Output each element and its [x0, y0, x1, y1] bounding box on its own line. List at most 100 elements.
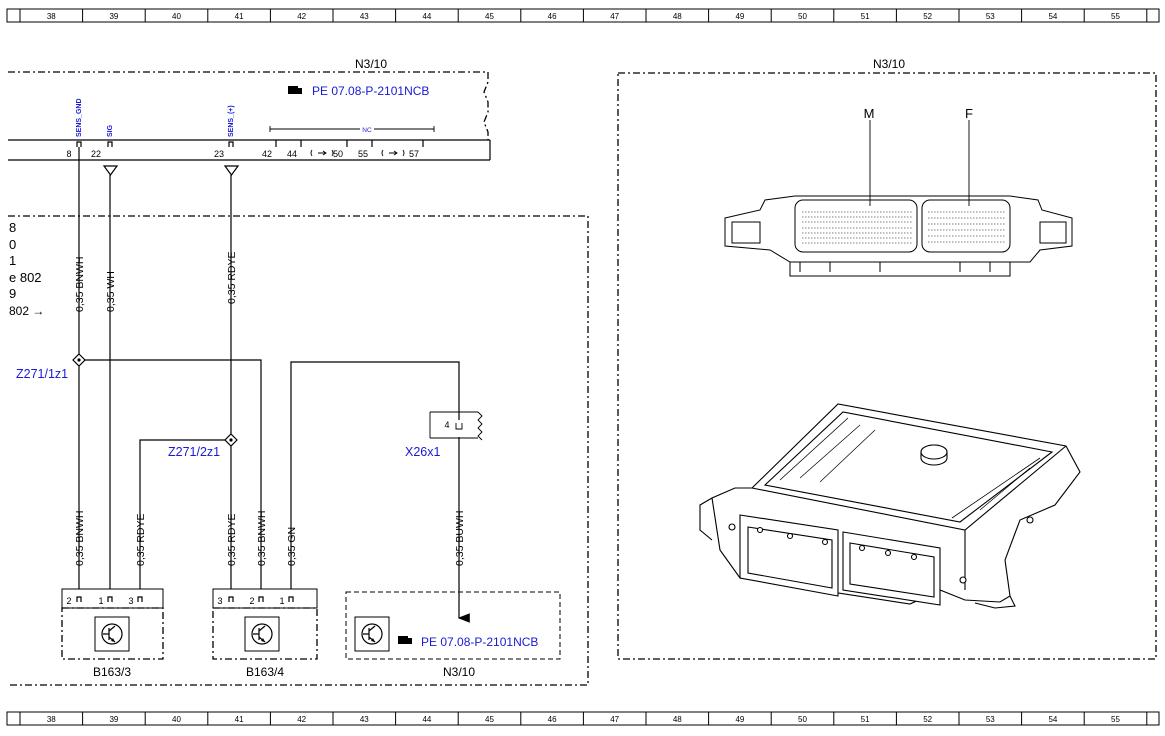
- ecu-label: N3/10: [355, 57, 387, 71]
- ruler-column-51: 51: [861, 12, 870, 21]
- signal-nc: NC: [362, 127, 372, 134]
- ruler-column-42: 42: [297, 12, 306, 21]
- wire-label-2: 0,35 WH: [105, 271, 117, 312]
- ruler-column-55: 55: [1111, 12, 1120, 21]
- wire-label-6: 0,35 RDYE: [226, 513, 238, 566]
- svg-text:4: 4: [444, 420, 449, 430]
- signal-sens-gnd: SENS_GND: [76, 98, 83, 137]
- ruler-column-54: 54: [1048, 12, 1057, 21]
- ruler-column-42: 42: [297, 715, 306, 724]
- ecu-bottom-ref-link[interactable]: PE 07.08-P-2101NCB: [398, 635, 538, 649]
- ruler-column-41: 41: [235, 715, 244, 724]
- junction-z271-2z1: Z271/2z1: [168, 445, 220, 459]
- ruler-column-51: 51: [861, 715, 870, 724]
- ecu-connector-face: [724, 195, 1073, 277]
- svg-text:802 →: 802 →: [9, 304, 44, 318]
- ruler-column-38: 38: [47, 12, 56, 21]
- pin-44: 44: [287, 149, 297, 159]
- ecu-block-bottom: PE 07.08-P-2101NCB N3/10: [345, 591, 561, 679]
- svg-text:1: 1: [279, 596, 284, 606]
- ruler-column-43: 43: [360, 715, 369, 724]
- ruler-column-54: 54: [1048, 715, 1057, 724]
- sensor-b163-3: 2 1 3 B163/3: [61, 588, 164, 679]
- ecu-ref-link[interactable]: PE 07.08-P-2101NCB: [288, 84, 429, 98]
- ecu-isometric-drawing: [699, 403, 1081, 609]
- ruler-column-41: 41: [235, 12, 244, 21]
- wire-label-1: 0,35 BNWH: [74, 257, 86, 312]
- left-refs: 8 0 1 e 802 9 802 →: [9, 220, 44, 318]
- ruler-column-39: 39: [109, 715, 118, 724]
- pin-42: 42: [262, 149, 272, 159]
- hand-pointer-icon: [288, 86, 302, 94]
- ecu-bottom-label: N3/10: [443, 665, 475, 679]
- ruler-column-45: 45: [485, 12, 494, 21]
- signal-sig: SIG: [107, 124, 114, 137]
- pin-50: 50: [333, 149, 343, 159]
- ruler-column-49: 49: [735, 12, 744, 21]
- svg-text:1: 1: [9, 253, 16, 268]
- ruler-column-47: 47: [610, 12, 619, 21]
- signal-sens-plus: SENS_(+): [228, 105, 235, 137]
- splice-z271-2z1: [224, 433, 238, 447]
- wire-label-7: 0,35 BNWH: [256, 511, 268, 566]
- pin-8: 8: [66, 149, 71, 159]
- wire-label-4: 0,35 BNWH: [74, 511, 86, 566]
- ruler-column-53: 53: [986, 12, 995, 21]
- svg-text:0: 0: [9, 237, 16, 252]
- ecu-picture-label: N3/10: [873, 57, 905, 71]
- pin-23: 23: [214, 149, 224, 159]
- ecu-ref-text: PE 07.08-P-2101NCB: [312, 84, 429, 98]
- hand-pointer-icon: [398, 636, 412, 644]
- svg-text:3: 3: [128, 596, 133, 606]
- ruler-column-50: 50: [798, 715, 807, 724]
- ecu-block-top: N3/10 PE 07.08-P-2101NCB SENS_GND SIG SE…: [8, 57, 491, 177]
- sensor-b163-4-label: B163/4: [246, 665, 284, 679]
- svg-text:8: 8: [9, 220, 16, 235]
- ruler-column-43: 43: [360, 12, 369, 21]
- ruler-column-47: 47: [610, 715, 619, 724]
- ruler-column-39: 39: [109, 12, 118, 21]
- ruler-column-40: 40: [172, 12, 181, 21]
- ruler-column-53: 53: [986, 715, 995, 724]
- x26x1-label: X26x1: [405, 445, 440, 459]
- svg-text:1: 1: [98, 596, 103, 606]
- transistor-sensor-icon: [354, 616, 390, 652]
- wire-label-9: 0,35 BUWH: [454, 511, 466, 566]
- ruler-column-40: 40: [172, 715, 181, 724]
- sensor-b163-3-label: B163/3: [93, 665, 131, 679]
- transistor-sensor-icon: [244, 616, 280, 652]
- harness-region: [8, 215, 589, 686]
- sensor-b163-4: 3 2 1 B163/4: [212, 588, 318, 679]
- connector-m-label: M: [864, 106, 875, 121]
- connector-x26x1: 4 X26x1: [405, 411, 483, 459]
- junction-z271-1z1: Z271/1z1: [16, 367, 68, 381]
- ecu-picture-panel: N3/10 M F: [617, 57, 1157, 660]
- wires: [78, 147, 470, 623]
- skip-symbol: [310, 149, 405, 157]
- splice-z271-1z1: [72, 353, 86, 367]
- wire-label-5: 0,35 RDYE: [135, 513, 147, 566]
- ruler-column-52: 52: [923, 12, 932, 21]
- ruler-column-52: 52: [923, 715, 932, 724]
- ruler-column-49: 49: [735, 715, 744, 724]
- svg-text:3: 3: [217, 596, 222, 606]
- svg-text:2: 2: [249, 596, 254, 606]
- ruler-column-38: 38: [47, 715, 56, 724]
- ruler-column-46: 46: [548, 715, 557, 724]
- svg-text:9: 9: [9, 286, 16, 301]
- connector-f-label: F: [965, 106, 973, 121]
- svg-text:e 802: e 802: [9, 270, 42, 285]
- ruler-column-48: 48: [673, 715, 682, 724]
- transistor-sensor-icon: [94, 616, 130, 652]
- ruler-column-46: 46: [548, 12, 557, 21]
- wire-label-3: 0,35 RDYE: [226, 251, 238, 304]
- ruler-column-45: 45: [485, 715, 494, 724]
- ruler-column-44: 44: [422, 715, 431, 724]
- pin-55: 55: [358, 149, 368, 159]
- ruler-column-50: 50: [798, 12, 807, 21]
- ruler-column-44: 44: [422, 12, 431, 21]
- svg-text:2: 2: [66, 596, 71, 606]
